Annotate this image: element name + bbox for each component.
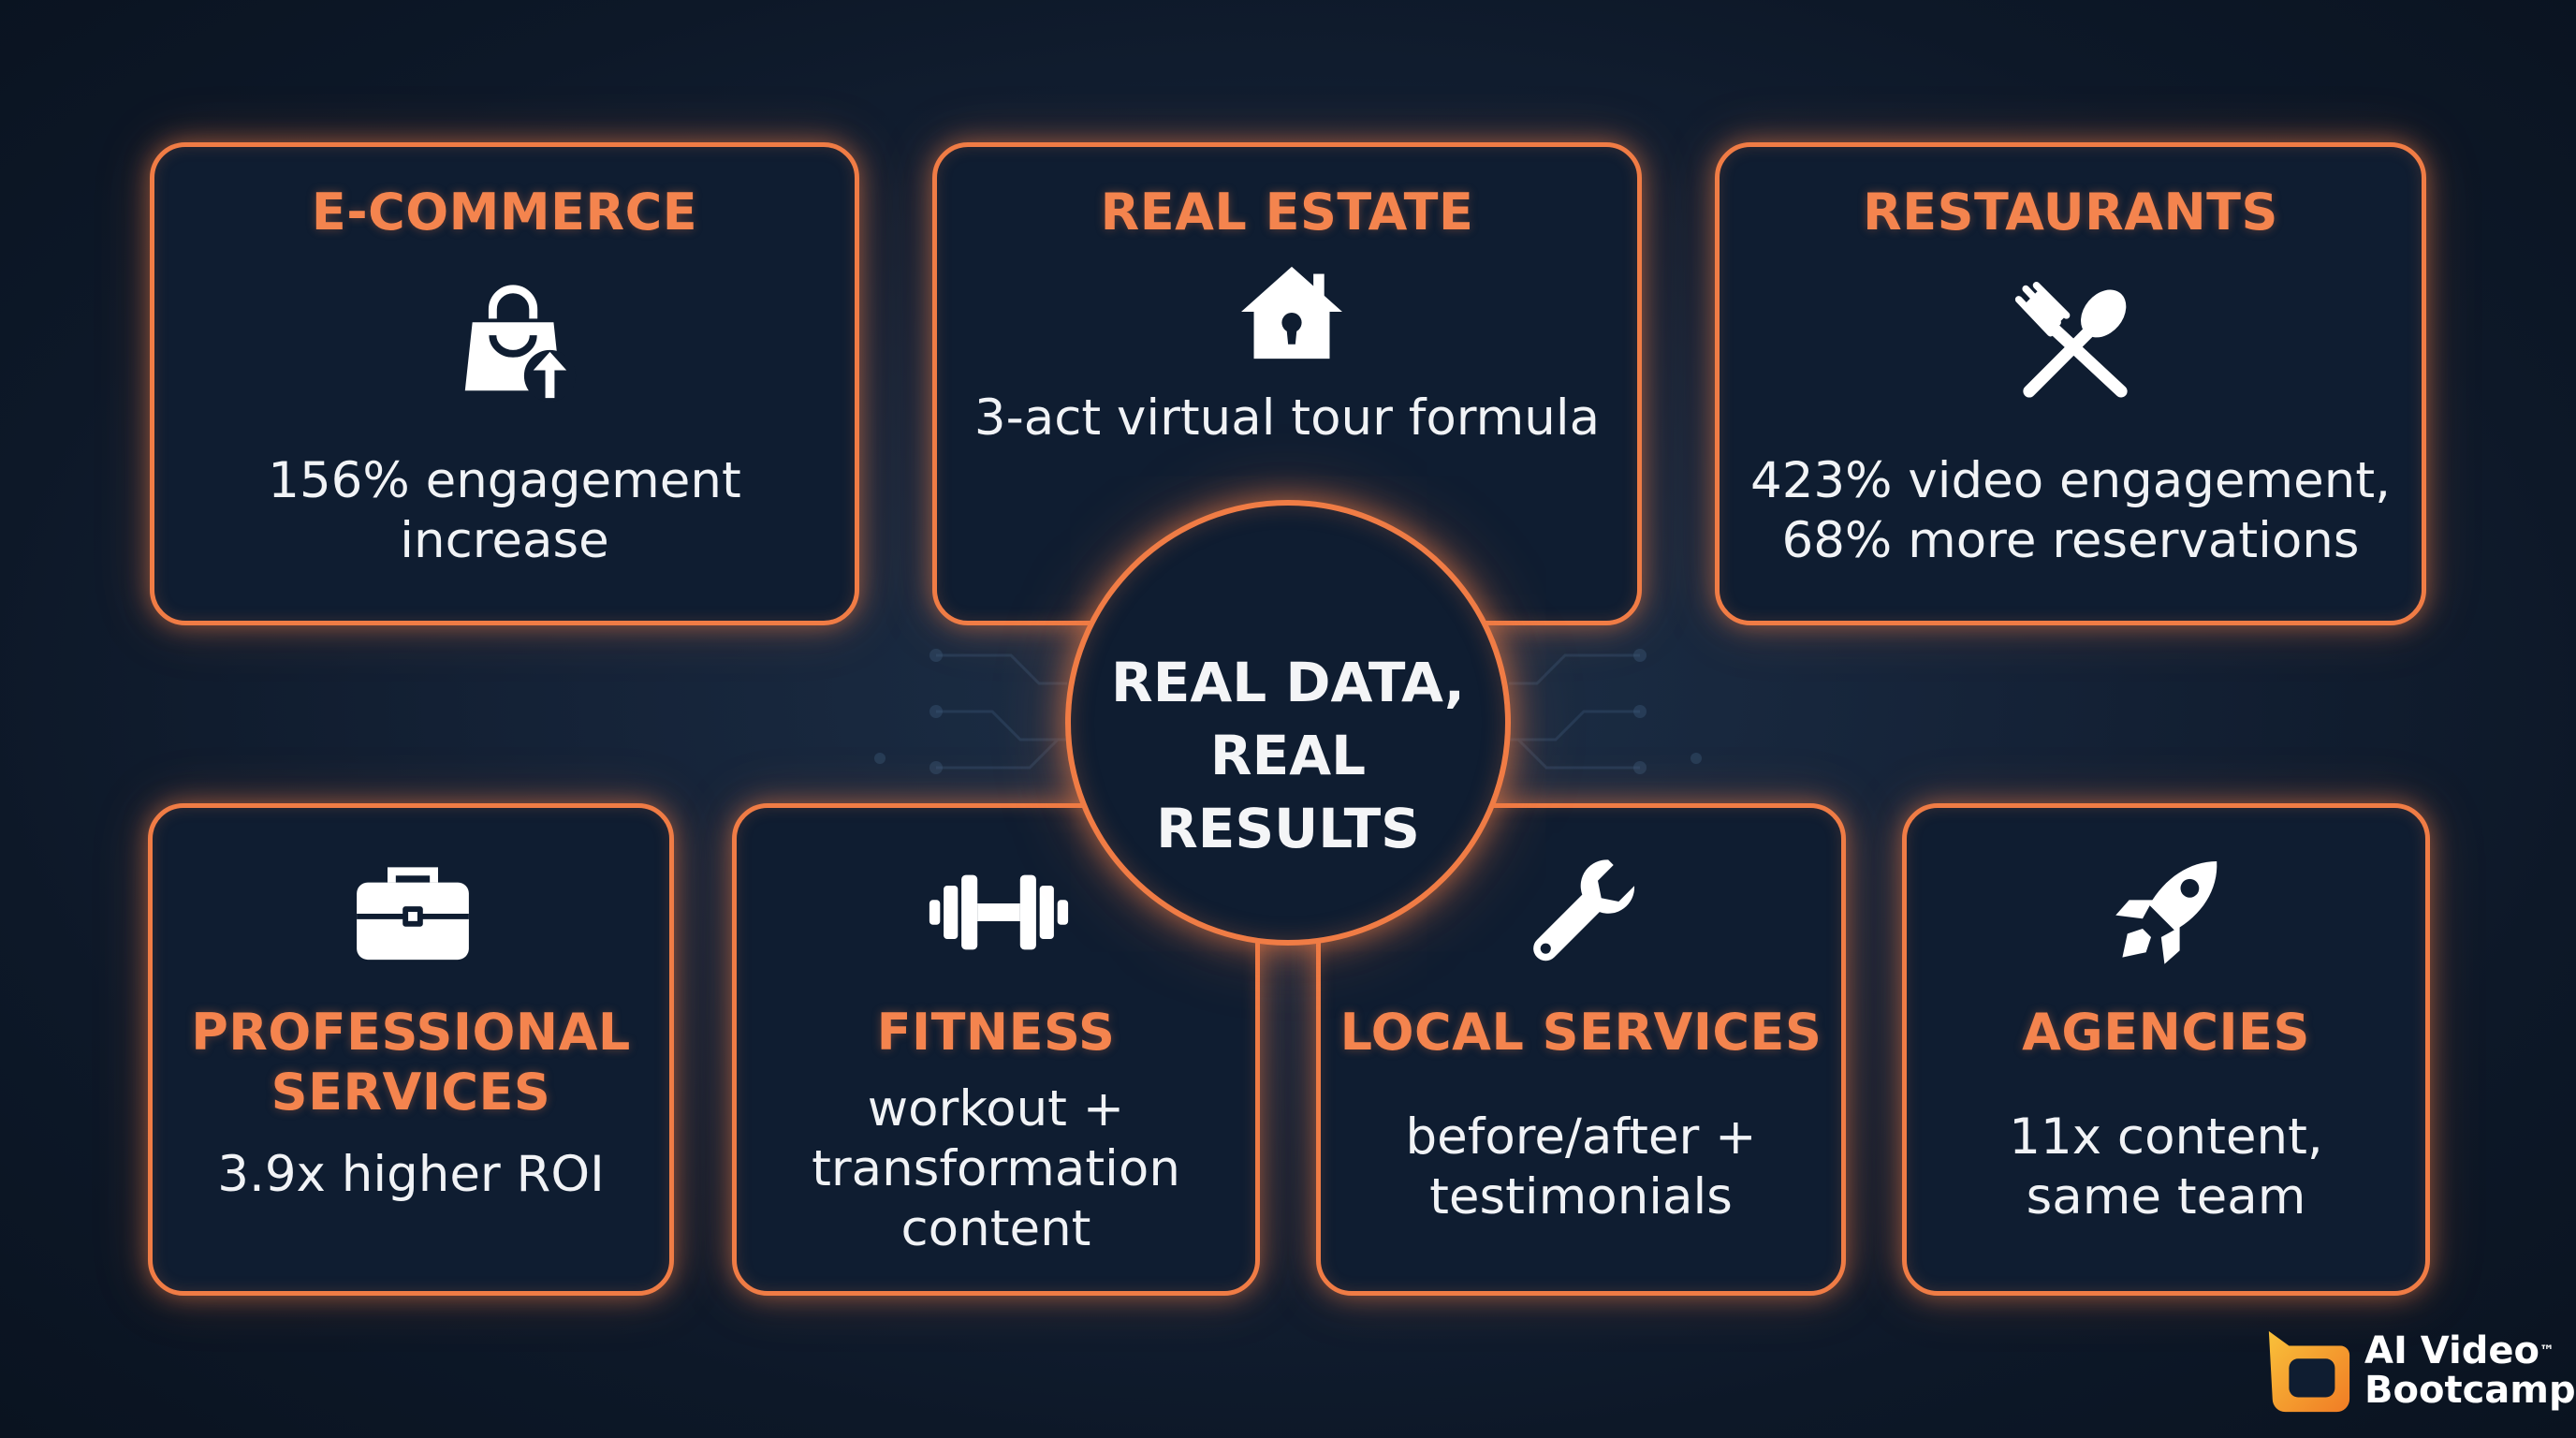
briefcase-icon — [357, 867, 469, 961]
card-title: AGENCIES — [2022, 1003, 2310, 1062]
logo-line-2: Bootcamp — [2364, 1369, 2576, 1412]
logo-line-1: AI Video — [2364, 1329, 2539, 1372]
center-badge: REAL DATA, REAL RESULTS — [1065, 500, 1511, 946]
ai-video-bootcamp-logo-icon — [2268, 1330, 2350, 1413]
wrench-icon — [1533, 859, 1635, 961]
card-description: workout + transformation content — [812, 1080, 1180, 1257]
card-ecommerce: E-COMMERCE 156% engagement increase — [150, 142, 859, 625]
card-description: 11x content, same team — [2009, 1108, 2323, 1225]
card-description: 3-act virtual tour formula — [973, 389, 1601, 447]
center-line-1: REAL DATA, — [1111, 651, 1465, 714]
fork-spoon-icon — [2014, 282, 2128, 398]
card-title: PROFESSIONAL SERVICES — [191, 1003, 631, 1122]
card-description: before/after + testimonials — [1405, 1108, 1757, 1225]
card-title: E-COMMERCE — [311, 183, 698, 242]
card-description: 156% engagement increase — [268, 452, 741, 569]
card-real-estate: REAL ESTATE 3-act virtual tour formula — [932, 142, 1642, 625]
logo-trademark: ™ — [2539, 1342, 2554, 1359]
card-description: 3.9x higher ROI — [217, 1146, 605, 1203]
dumbbell-icon — [929, 874, 1069, 950]
shopping-bag-icon — [464, 285, 577, 403]
card-title: REAL ESTATE — [1100, 183, 1474, 242]
rocket-icon — [2115, 861, 2217, 964]
card-agencies: AGENCIES 11x content, same team — [1902, 803, 2430, 1296]
card-description: 423% video engagement, 68% more reservat… — [1749, 452, 2391, 569]
house-icon — [1241, 266, 1342, 360]
card-title: FITNESS — [876, 1003, 1116, 1062]
logo-text: AI Video™ Bootcamp — [2364, 1331, 2576, 1410]
center-line-2: REAL RESULTS — [1156, 724, 1420, 860]
card-professional-services: PROFESSIONAL SERVICES 3.9x higher ROI — [148, 803, 674, 1296]
center-heading: REAL DATA, REAL RESULTS — [1071, 646, 1505, 865]
brand-logo: AI Video™ Bootcamp — [2261, 1326, 2576, 1419]
card-restaurants: RESTAURANTS 423% video engagement, 68% m… — [1715, 142, 2426, 625]
card-title: LOCAL SERVICES — [1339, 1003, 1822, 1062]
card-title: RESTAURANTS — [1863, 183, 2278, 242]
card-local-services: LOCAL SERVICES before/after + testimonia… — [1316, 803, 1846, 1296]
